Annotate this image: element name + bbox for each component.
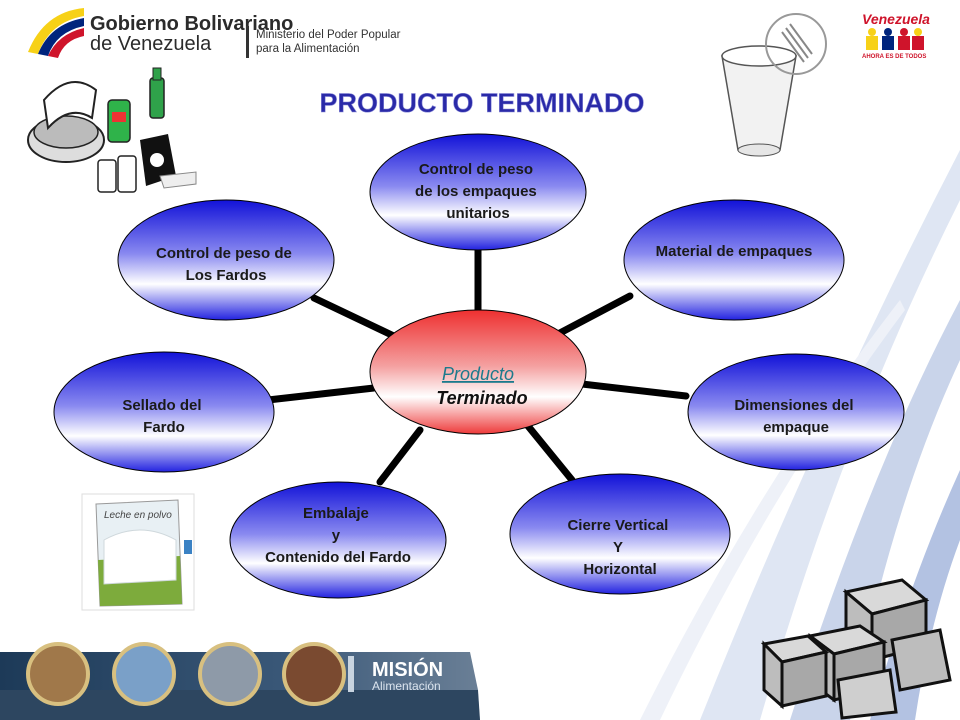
ministry-line2: para la Alimentación [256, 43, 360, 55]
center-line1: Producto [442, 364, 514, 384]
connector-lower-left [376, 426, 424, 486]
node-lower-right-line3: Horizontal [583, 561, 656, 578]
footer-photo-market [26, 642, 90, 706]
svg-text:Material de empaques: Material de empaques [656, 243, 813, 260]
node-right: Dimensiones del empaque [687, 353, 905, 471]
connector-upper-left [310, 294, 402, 342]
connector-upper-right [554, 292, 634, 338]
page-title: PRODUCTO TERMINADO [319, 88, 644, 118]
node-upper-right: Material de empaques [623, 199, 845, 321]
node-top-line1: Control de peso [419, 161, 533, 178]
footer-banner: MISIÓN Alimentación [0, 642, 480, 720]
node-upper-left-line1: Control de peso de [156, 245, 292, 262]
milk-powder-bag-photo: Leche en polvo [81, 493, 195, 611]
center-line2: Terminado [436, 388, 527, 408]
node-upper-left-line2: Los Fardos [186, 267, 267, 284]
gov-line2: de Venezuela [90, 33, 212, 55]
svg-text:Cierre Vertical Y: Cierre Vertical Y Horizontal [567, 517, 672, 578]
cardboard-boxes-illustration [760, 578, 952, 720]
venezuela-logo-sub: AHORA ES DE TODOS [862, 54, 926, 60]
connectors [264, 246, 690, 486]
food-products-illustration [27, 67, 197, 193]
people-figures-icon [866, 28, 924, 50]
milk-bag-label: Leche en polvo [104, 510, 172, 521]
node-lower-left-line2: y [332, 527, 341, 544]
svg-text:Embalaje y Conteni: Embalaje y Contenido del Fardo [265, 505, 411, 566]
connector-lower-right [524, 422, 576, 484]
svg-text:Control de peso de Los F: Control de peso de Los Fardos [156, 245, 296, 284]
footer-mision: MISIÓN [372, 657, 443, 681]
gov-line1: Gobierno Bolivariano [90, 13, 293, 35]
venezuela-star-arc-icon [28, 8, 84, 58]
footer-alimentacion: Alimentación [372, 679, 441, 693]
ministry-line1: Ministerio del Poder Popular [256, 29, 401, 41]
node-top-line2: de los empaques [415, 183, 537, 200]
connector-left [264, 384, 378, 404]
node-left: Sellado del Fardo [53, 351, 275, 473]
node-lower-left: Embalaje y Contenido del Fardo [229, 481, 447, 599]
plastic-cup-illustration [706, 0, 832, 160]
node-upper-left: Control de peso de Los Fardos [117, 199, 335, 321]
footer-photo-products [112, 642, 176, 706]
node-upper-right-line1: Material de empaques [656, 243, 813, 260]
node-top-line3: unitarios [446, 205, 509, 222]
connector-right [578, 380, 690, 400]
node-lower-right-line2: Y [613, 539, 623, 556]
node-lower-left-line3: Contenido del Fardo [265, 549, 411, 566]
node-right-line2: empaque [763, 419, 829, 436]
node-top: Control de peso de los empaques unitario… [369, 133, 587, 251]
svg-text:Sellado del Fardo: Sellado del Fardo [122, 397, 205, 436]
node-center: Producto Terminado [369, 309, 587, 435]
svg-text:Dimensiones del empaque: Dimensiones del empaque [734, 397, 857, 436]
government-logo: Gobierno Bolivariano de Venezuela Minist… [28, 8, 401, 58]
svg-text:Control de peso de los e: Control de peso de los empaques unitario… [415, 161, 541, 222]
node-lower-right-line1: Cierre Vertical [567, 517, 668, 534]
footer-photo-child [282, 642, 346, 706]
venezuela-logo-text: Venezuela [862, 11, 930, 27]
node-left-line2: Fardo [143, 419, 185, 436]
footer-photo-silos [198, 642, 262, 706]
node-lower-left-line1: Embalaje [303, 505, 369, 522]
venezuela-logo: Venezuela AHORA ES DE TODOS [862, 11, 930, 60]
node-right-line1: Dimensiones del [734, 397, 853, 414]
node-left-line1: Sellado del [122, 397, 201, 414]
node-lower-right: Cierre Vertical Y Horizontal [509, 473, 731, 595]
header-divider [246, 26, 249, 58]
mision-logo: MISIÓN Alimentación [348, 656, 443, 693]
